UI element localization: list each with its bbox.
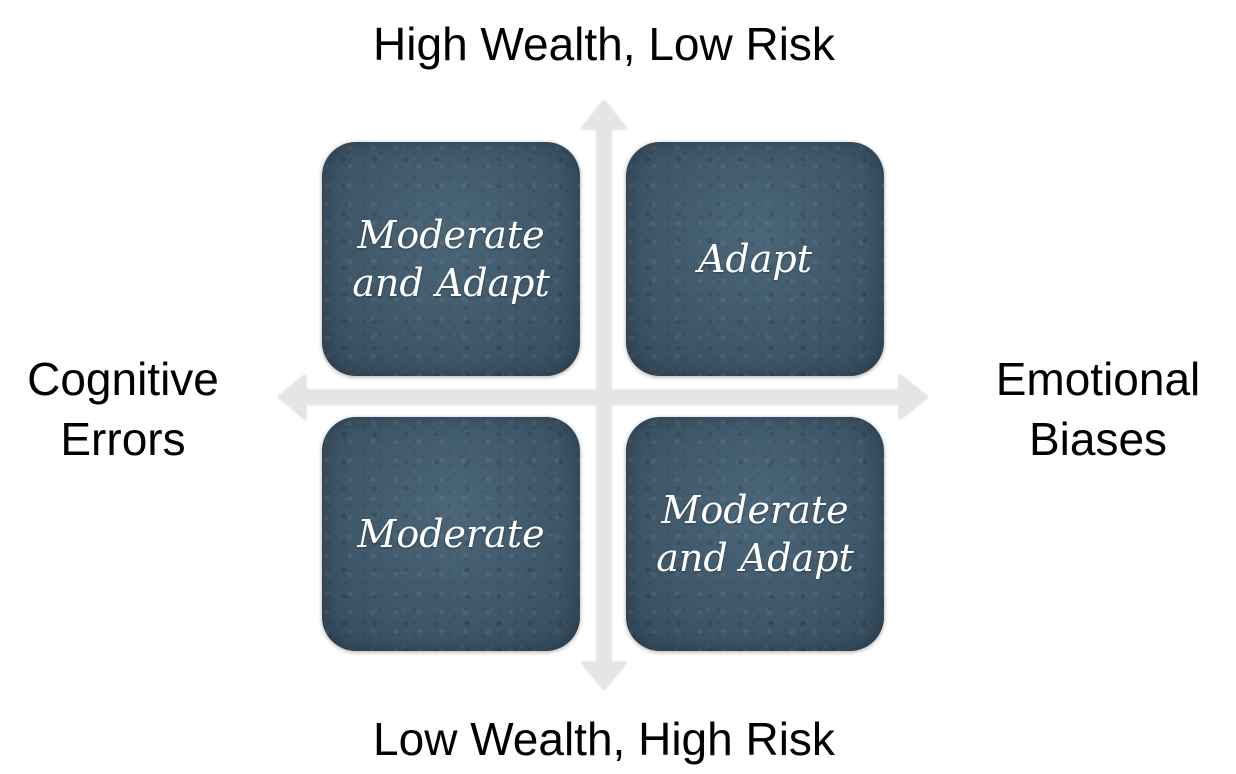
- quadrant-top-right: Adapt: [626, 142, 884, 376]
- quadrant-bottom-right: Moderate and Adapt: [626, 417, 884, 651]
- quadrant-bottom-left-label: Moderate: [357, 512, 545, 556]
- axis-label-left-text: Cognitive Errors: [27, 353, 219, 465]
- quadrant-bottom-right-label: Moderate and Adapt: [656, 488, 854, 580]
- quadrant-top-right-label: Adapt: [697, 237, 813, 281]
- axis-label-bottom: Low Wealth, High Risk: [373, 713, 835, 765]
- horizontal-arrow: [278, 374, 928, 420]
- axis-label-left: Cognitive Errors: [0, 349, 246, 469]
- axis-label-right: Emotional Biases: [968, 349, 1228, 469]
- axis-label-top: High Wealth, Low Risk: [373, 18, 835, 70]
- quadrant-bottom-left: Moderate: [322, 417, 580, 651]
- quadrant-top-left: Moderate and Adapt: [322, 142, 580, 376]
- axis-label-right-text: Emotional Biases: [995, 353, 1201, 465]
- quadrant-top-left-label: Moderate and Adapt: [352, 213, 550, 305]
